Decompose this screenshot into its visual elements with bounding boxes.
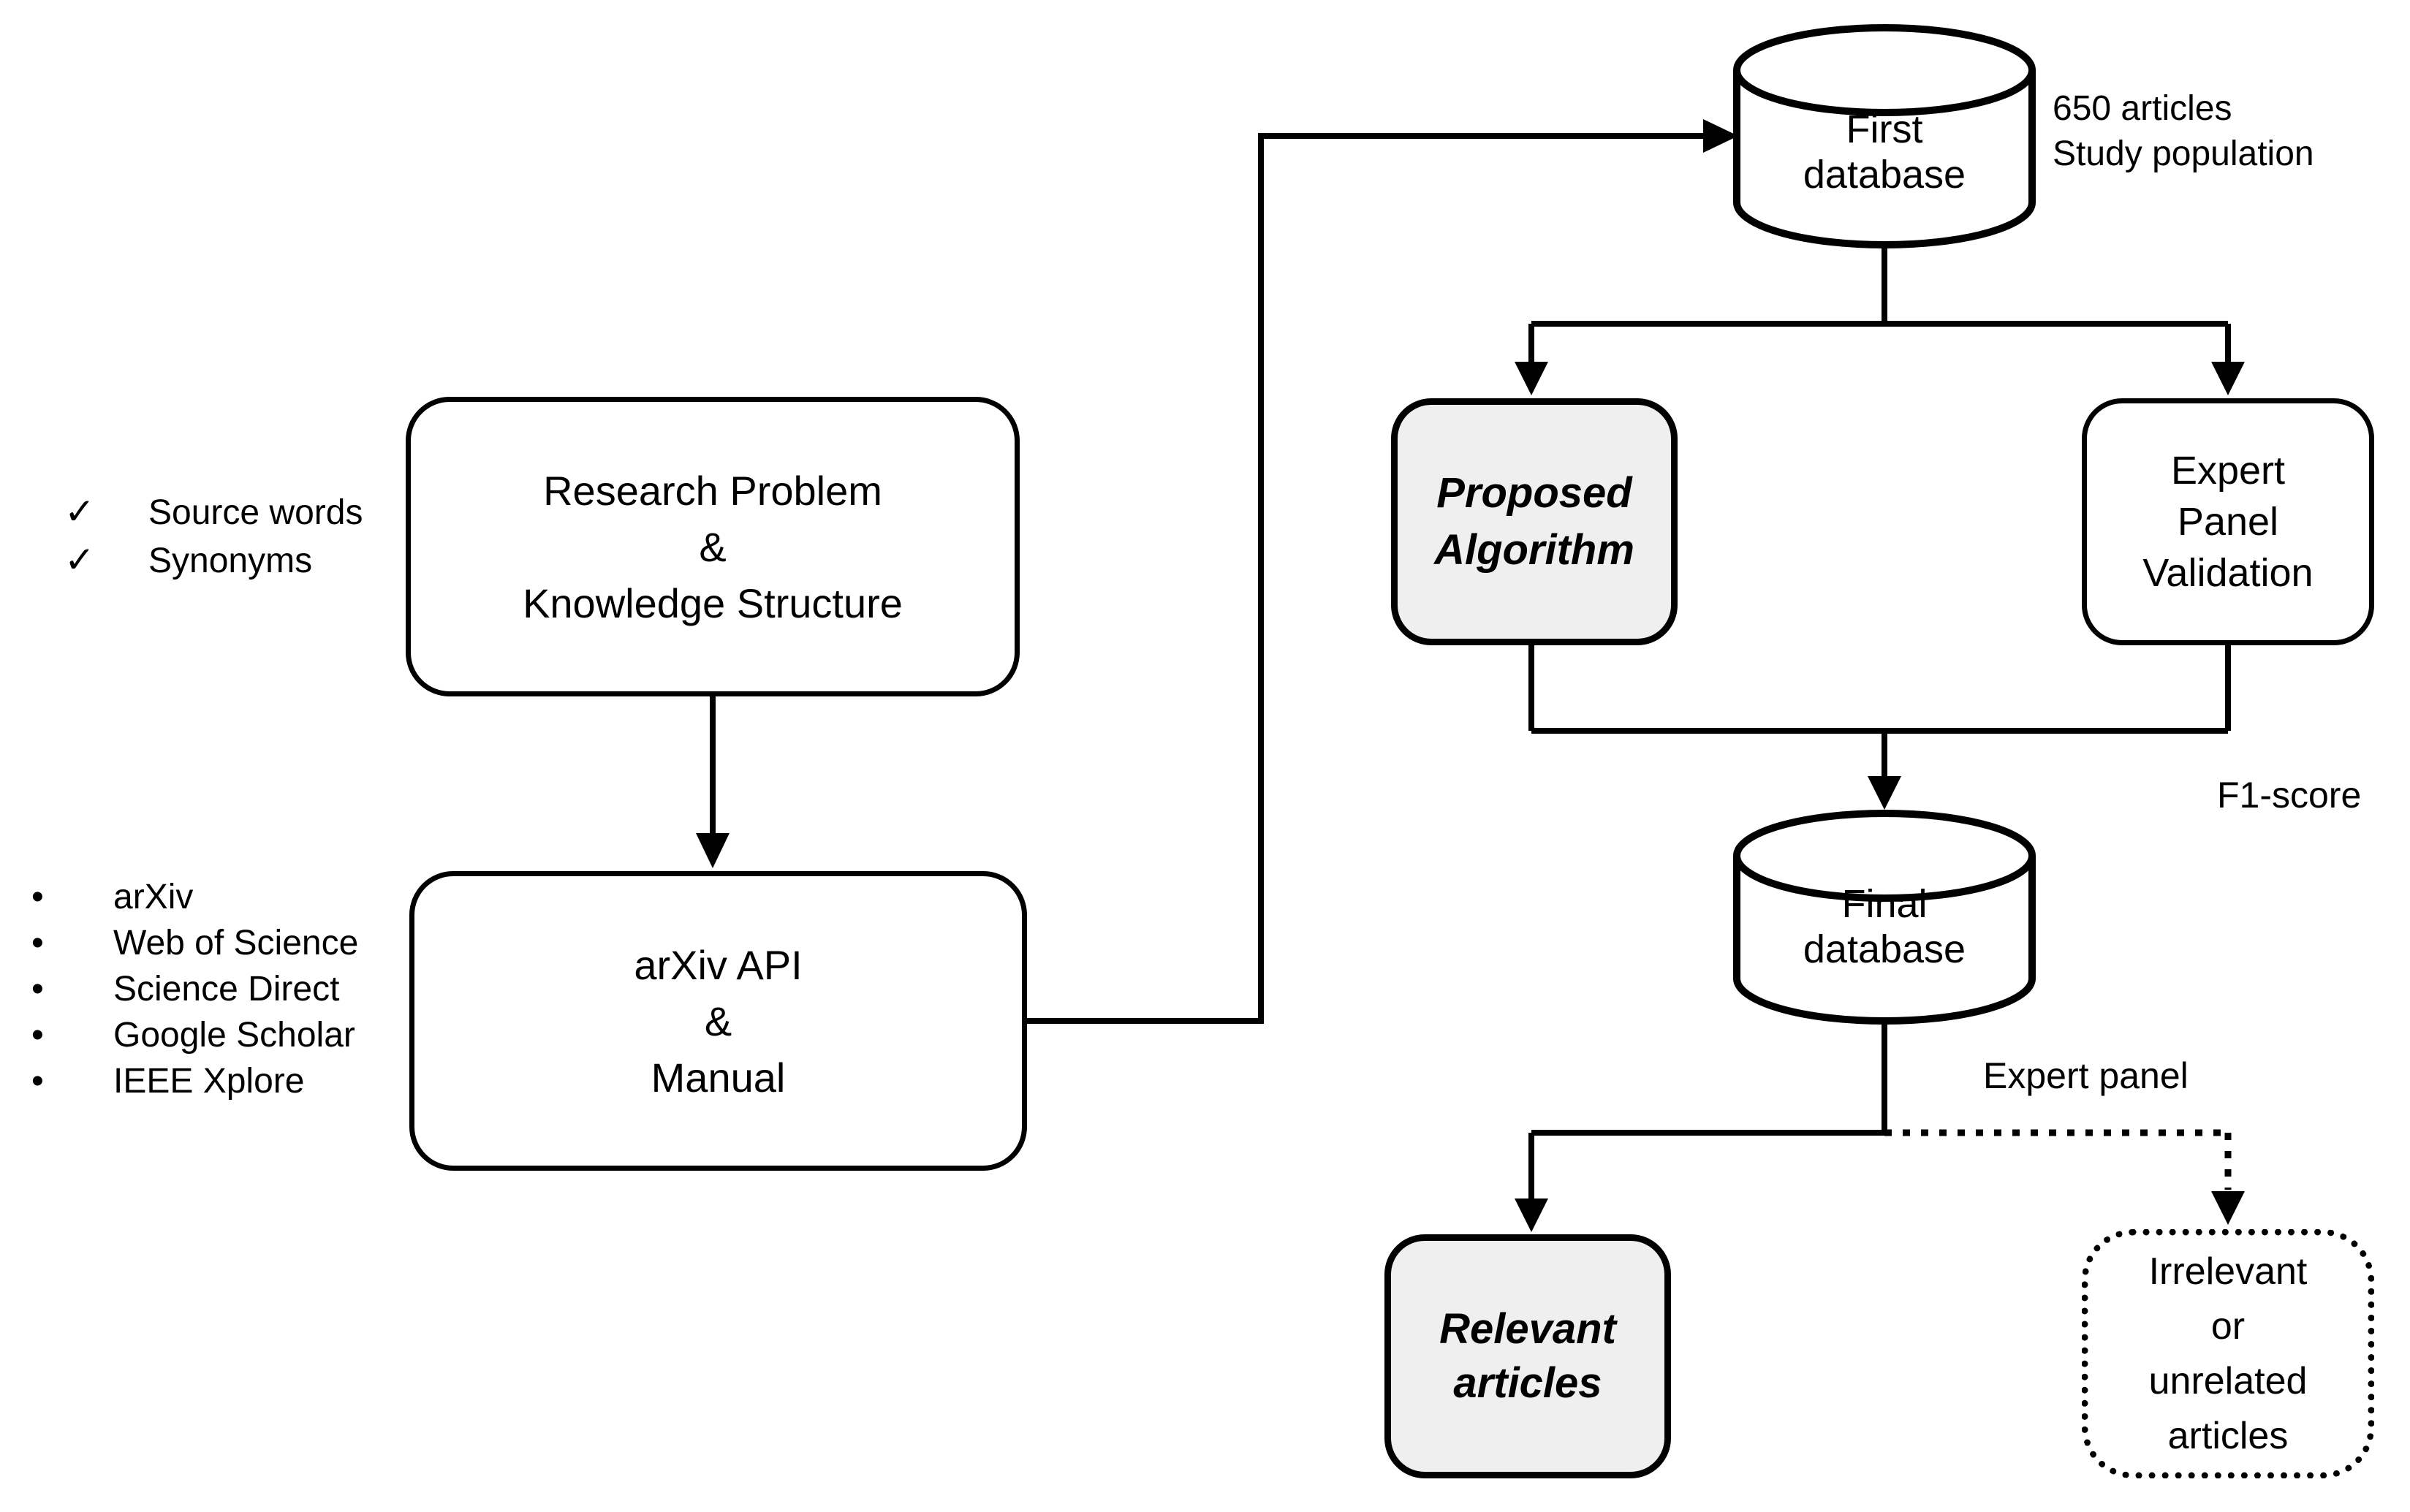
node-arxiv-api-label: arXiv API & Manual <box>634 941 803 1101</box>
branch-arrow-to-relevant <box>1515 1133 1548 1232</box>
node-arxiv-api: arXiv API & Manual <box>409 871 1027 1171</box>
source-list-item-label: Web of Science <box>113 924 359 962</box>
node-relevant-articles-label: Relevant articles <box>1439 1305 1616 1407</box>
node-expert-panel-validation: Expert Panel Validation <box>2082 398 2374 645</box>
node-relevant-articles: Relevant articles <box>1384 1234 1671 1478</box>
first-database-split-connector <box>1531 245 2228 327</box>
node-expert-panel-validation-label: Expert Panel Validation <box>2142 449 2314 595</box>
research-to-arxiv-arrow <box>696 696 730 868</box>
checkmark-icon: ✓ <box>64 539 95 580</box>
keyword-checklist: ✓ Source words ✓ Synonyms <box>64 488 363 585</box>
database-source-list: • arXiv • Web of Science • Science Direc… <box>31 874 358 1104</box>
node-proposed-algorithm: Proposed Algorithm <box>1391 398 1678 645</box>
source-list-item: • IEEE Xplore <box>31 1058 358 1104</box>
arxiv-to-first-database-arrow <box>1027 119 1738 1024</box>
f1-score-label: F1-score <box>2217 775 2362 816</box>
source-list-item-label: Science Direct <box>113 970 340 1008</box>
final-database-cylinder <box>1733 810 2036 1025</box>
bullet-icon: • <box>31 970 44 1008</box>
bullet-icon: • <box>31 1016 44 1055</box>
source-list-item: • Science Direct <box>31 966 358 1012</box>
node-research-problem-label: Research Problem & Knowledge Structure <box>523 467 903 626</box>
source-list-item-label: IEEE Xplore <box>113 1062 305 1101</box>
node-proposed-algorithm-label: Proposed Algorithm <box>1434 469 1634 574</box>
bullet-icon: • <box>31 878 44 916</box>
source-list-item: • Web of Science <box>31 920 358 966</box>
checklist-item-label: Synonyms <box>148 542 313 580</box>
node-irrelevant-articles: Irrelevant or unrelated articles <box>2082 1229 2374 1478</box>
checklist-item: ✓ Synonyms <box>64 536 363 585</box>
checkmark-icon: ✓ <box>64 491 95 532</box>
source-list-item: • arXiv <box>31 874 358 920</box>
final-database-branch-connector <box>1531 1021 1887 1136</box>
node-irrelevant-articles-label: Irrelevant or unrelated articles <box>2148 1250 2308 1457</box>
source-list-item: • Google Scholar <box>31 1012 358 1058</box>
first-database-note: 650 articles Study population <box>2053 89 2314 173</box>
bullet-icon: • <box>31 924 44 962</box>
expert-panel-label: Expert panel <box>1983 1055 2189 1096</box>
merge-connector <box>1528 645 2231 734</box>
split-arrow-to-proposed <box>1515 324 1548 395</box>
final-database-label: Final database <box>1803 882 1966 971</box>
checklist-item-label: Source words <box>148 493 363 532</box>
first-database-cylinder <box>1733 24 2036 248</box>
merge-to-final-database-arrow <box>1868 731 1901 810</box>
split-arrow-to-expert-panel <box>2211 324 2245 395</box>
node-research-problem: Research Problem & Knowledge Structure <box>406 397 1020 696</box>
checklist-item: ✓ Source words <box>64 488 363 536</box>
first-database-label: First database <box>1803 107 1966 197</box>
dotted-branch-arrow-to-irrelevant <box>1884 1129 2245 1225</box>
source-list-item-label: arXiv <box>113 878 194 916</box>
source-list-item-label: Google Scholar <box>113 1016 355 1055</box>
bullet-icon: • <box>31 1062 44 1101</box>
